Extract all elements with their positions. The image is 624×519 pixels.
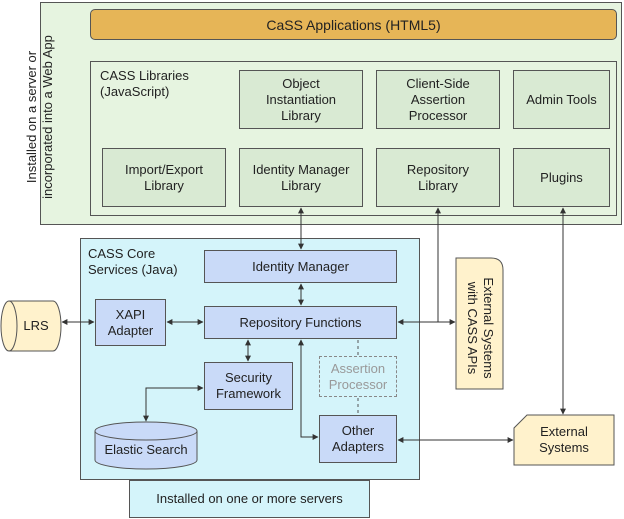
repository-functions: Repository Functions [204, 306, 397, 339]
identity-manager-library: Identity Manager Library [239, 148, 363, 207]
core-region-label: CASS Core Services (Java) [88, 246, 178, 277]
install-servers-label: Installed on one or more servers [129, 480, 370, 518]
elastic-search-label: Elastic Search [104, 442, 188, 457]
lrs-label: LRS [23, 318, 49, 333]
identity-manager: Identity Manager [204, 250, 397, 283]
external-systems-label: External Systems [539, 424, 589, 455]
libraries-region-label: CASS Libraries (JavaScript) [100, 68, 189, 99]
external-cass-label: External Systems with CASS APIs [465, 277, 496, 379]
client-side-assertion-processor: Client-Side Assertion Processor [376, 70, 500, 129]
assertion-processor: Assertion Processor [319, 356, 397, 397]
repository-library: Repository Library [376, 148, 500, 207]
external-cass-shape [455, 257, 504, 390]
xapi-adapter: XAPI Adapter [95, 299, 166, 346]
cass-applications: CaSS Applications (HTML5) [90, 9, 617, 40]
security-framework: Security Framework [204, 362, 293, 410]
elastic-search-cylinder [94, 421, 198, 470]
external-systems-shape [513, 414, 615, 466]
other-adapters: Other Adapters [319, 415, 397, 463]
lrs-cylinder [0, 300, 62, 352]
object-instantiation-library: Object Instantiation Library [239, 70, 363, 129]
import-export-library: Import/Export Library [102, 148, 226, 207]
plugins: Plugins [513, 148, 610, 207]
admin-tools: Admin Tools [513, 70, 610, 129]
